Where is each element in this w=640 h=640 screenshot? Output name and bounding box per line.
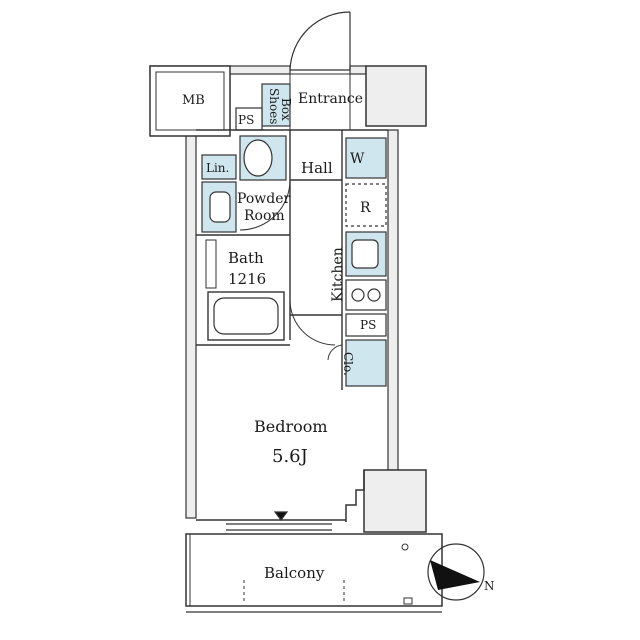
bedroom-notch (345, 470, 365, 522)
balcony-label: Balcony (264, 564, 325, 582)
bathtub (207, 291, 285, 341)
ps-mid-label: PS (360, 318, 376, 332)
linen-cabinet (201, 154, 237, 180)
kitchen-label: Kitchen (330, 247, 346, 302)
bedroom-size-label: 5.6J (272, 446, 308, 467)
column-top-right (365, 65, 427, 127)
bath-label: Bath (228, 249, 264, 267)
washer-label: W (350, 151, 365, 167)
powder-sink (201, 181, 237, 233)
column-bottom-right (363, 469, 427, 533)
box-label: Box (279, 98, 293, 121)
kitchen-sink (345, 231, 387, 277)
hall-label: Hall (301, 159, 333, 177)
mb-room (149, 65, 231, 137)
bedroom-window (226, 511, 332, 531)
closet-label: Clo. (341, 352, 355, 376)
powder-label-line1: Powder (237, 191, 291, 207)
stove (345, 279, 387, 311)
compass (427, 543, 485, 601)
mb-label: MB (182, 93, 205, 108)
bedroom-label: Bedroom (254, 417, 328, 436)
closet-door-swing (327, 344, 343, 361)
compass-north-label: N (484, 579, 495, 593)
left-wall (185, 129, 197, 519)
powder-door-swing (239, 179, 291, 231)
bath-shelf (205, 239, 217, 289)
ps-top-label: PS (238, 113, 254, 127)
bath-door-swing (289, 299, 336, 346)
entrance-label: Entrance (298, 91, 363, 107)
fridge (345, 183, 387, 227)
lin-label: Lin. (206, 161, 229, 175)
top-wall-right (349, 65, 367, 75)
toilet (239, 135, 287, 181)
ps-mid (345, 313, 387, 337)
bath-size-label: 1216 (228, 270, 266, 288)
powder-label-line2: Room (244, 208, 285, 224)
shoes-box (261, 83, 291, 127)
shoes-label: Shoes (267, 88, 281, 124)
washer (345, 137, 387, 179)
right-wall (387, 129, 399, 471)
closet (345, 339, 387, 387)
fridge-label: R (360, 200, 371, 216)
entrance-door (289, 11, 351, 71)
